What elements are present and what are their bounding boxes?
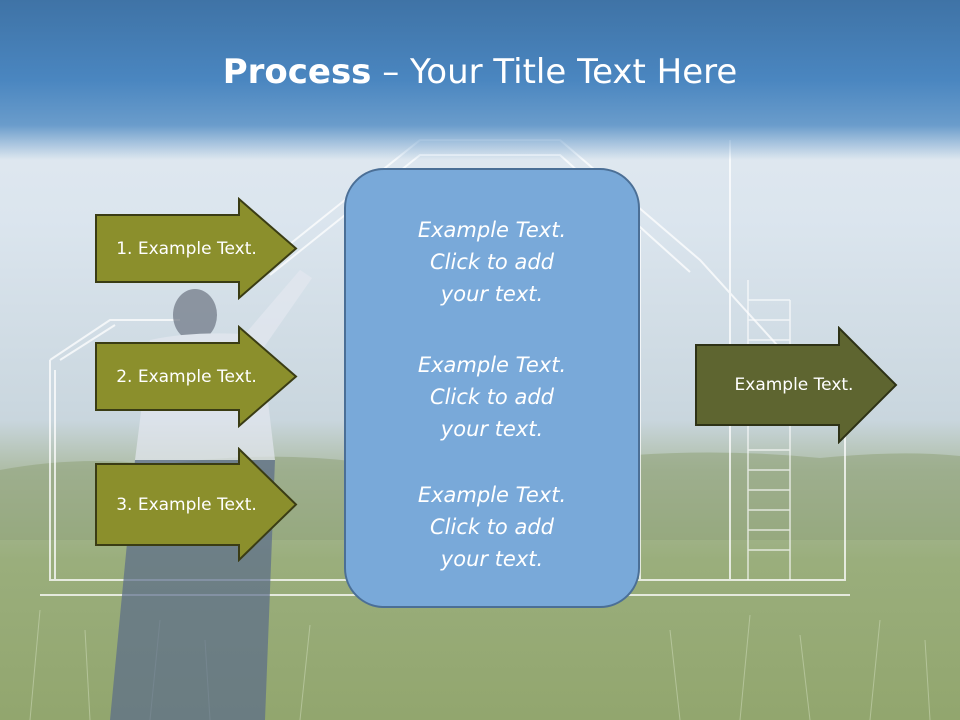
title-rest-text: – Your Title Text Here (371, 52, 738, 92)
panel-line: your text. (440, 282, 544, 306)
arrow-right-icon (695, 326, 898, 444)
panel-text-block-1[interactable]: Example Text. Click to add your text. (346, 214, 638, 310)
step-arrow-1[interactable]: 1. Example Text. (94, 197, 299, 300)
panel-line: Click to add (429, 250, 554, 274)
panel-line: Example Text. (417, 483, 567, 507)
arrow-right-icon (95, 447, 298, 562)
panel-line: Example Text. (417, 353, 567, 377)
panel-line: your text. (440, 417, 544, 441)
panel-line: Click to add (429, 385, 554, 409)
result-arrow[interactable]: Example Text. (694, 326, 899, 444)
step-label: 3. Example Text. (116, 494, 257, 515)
panel-text-block-2[interactable]: Example Text. Click to add your text. (346, 349, 638, 445)
result-label: Example Text. (734, 375, 854, 395)
panel-line: Click to add (429, 515, 554, 539)
slide-title[interactable]: Process – Your Title Text Here (0, 52, 960, 92)
panel-line: your text. (440, 547, 544, 571)
step-arrow-3[interactable]: 3. Example Text. (94, 447, 299, 562)
step-label: 1. Example Text. (116, 238, 257, 259)
title-bar (0, 0, 960, 160)
arrow-right-icon (95, 197, 298, 300)
step-label: 2. Example Text. (116, 366, 257, 387)
step-arrow-2[interactable]: 2. Example Text. (94, 325, 299, 428)
panel-text-block-3[interactable]: Example Text. Click to add your text. (346, 479, 638, 575)
title-bold-text: Process (222, 52, 372, 92)
center-text-panel[interactable]: Example Text. Click to add your text. Ex… (344, 168, 640, 608)
arrow-right-icon (95, 325, 298, 428)
panel-line: Example Text. (417, 218, 567, 242)
